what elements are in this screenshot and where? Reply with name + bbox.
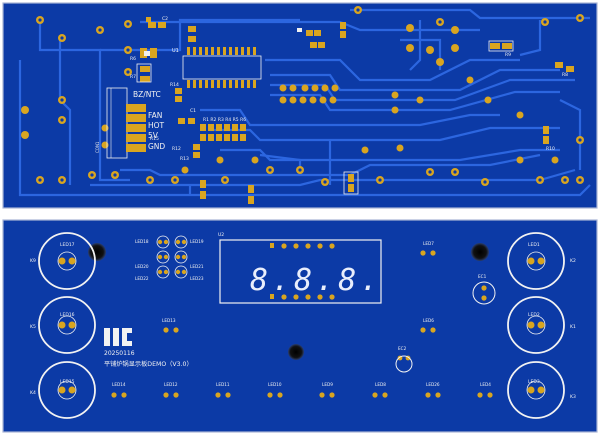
date-code: 20250116 xyxy=(104,350,135,357)
label-led19: LED19 xyxy=(190,239,204,244)
label-led14: LED14 xyxy=(112,382,126,387)
label-led10: LED10 xyxy=(268,382,282,387)
seven-segment-display-u2: U2 8.8.8. xyxy=(218,232,382,304)
label-led22: LED22 xyxy=(135,276,149,281)
label-led17: LED17 xyxy=(60,242,75,248)
label-ec1: EC1 xyxy=(478,274,487,279)
ref-r1-r6: R1 R2 R3 R4 R5 R6 xyxy=(203,117,246,123)
ref-r14: R14 xyxy=(170,82,179,88)
label-led4: LED4 xyxy=(480,382,491,387)
right-small-leds: LED7 LED6 EC1 EC2 xyxy=(395,241,496,373)
label-led21: LED21 xyxy=(190,264,204,269)
led-cluster: LED18 LED19 LED20 LED21 LED22 LED23 xyxy=(135,235,204,281)
ref-r13: R13 xyxy=(180,156,189,162)
label-k3: K3 xyxy=(570,394,576,400)
label-k4: K4 xyxy=(30,390,36,396)
label-k2: K2 xyxy=(570,258,576,264)
label-led15: LED15 xyxy=(60,379,75,385)
label-led23: LED23 xyxy=(190,276,204,281)
ref-r6: R6 xyxy=(130,56,136,62)
key-ring-leds xyxy=(57,251,546,400)
label-led3: LED3 xyxy=(528,379,540,385)
connector-label-hot: HOT xyxy=(148,121,165,130)
ref-r7: R7 xyxy=(130,74,136,80)
label-led20: LED20 xyxy=(135,264,149,269)
label-led18: LED18 xyxy=(135,239,149,244)
board-title: 平铺炉锅显示板DEMO（V3.0） xyxy=(104,360,193,368)
connector-label-fan: FAN xyxy=(148,111,162,120)
label-u2: U2 xyxy=(218,232,224,238)
label-k9: K9 xyxy=(30,258,36,264)
ref-r9: R9 xyxy=(505,52,511,58)
label-led2: LED2 xyxy=(528,312,540,318)
ref-r15: R15 xyxy=(150,136,159,142)
label-led9: LED9 xyxy=(322,382,333,387)
label-led6: LED6 xyxy=(423,318,434,323)
bottom-pcb-board: K9 K5 K4 K2 K1 K3 LED17 LED16 LED15 LED1… xyxy=(2,219,598,433)
connector-label-gnd: GND xyxy=(148,142,165,151)
connector-label-bz-ntc: BZ/NTC xyxy=(133,90,161,99)
label-led16: LED16 xyxy=(60,312,75,318)
top-smd-pads xyxy=(140,17,574,204)
label-led1: LED1 xyxy=(528,242,540,248)
connector-ref: CON1 xyxy=(95,141,100,153)
key-ring-k1 xyxy=(507,296,565,354)
key-ring-k5 xyxy=(38,296,96,354)
key-ring-k2 xyxy=(507,232,565,290)
label-led13: LED13 xyxy=(162,318,176,323)
top-traces xyxy=(18,8,591,197)
top-pcb-board: U1 xyxy=(2,2,598,209)
ref-c2: C2 xyxy=(162,16,168,22)
top-silk-refs: C2 R7 R6 C1 R14 R12 R13 R15 R1 R2 R3 R4 … xyxy=(130,16,568,162)
key-ring-k9 xyxy=(38,232,96,290)
touch-key-rings xyxy=(38,232,565,419)
label-k5: K5 xyxy=(30,324,36,330)
label-ec2: EC2 xyxy=(398,346,407,351)
ref-r8: R8 xyxy=(562,72,568,78)
bottom-row-leds: LED14 LED12 LED11 LED10 LED9 LED8 LED26 … xyxy=(111,382,493,398)
label-k1: K1 xyxy=(570,324,576,330)
key-labels: K9 K5 K4 K2 K1 K3 LED17 LED16 LED15 LED1… xyxy=(30,242,576,400)
connector-label-5v: 5V xyxy=(148,131,159,140)
led13-group: LED13 xyxy=(162,318,179,333)
label-led11: LED11 xyxy=(216,382,230,387)
u1-label: U1 xyxy=(172,48,179,54)
label-led26: LED26 xyxy=(426,382,440,387)
label-led7: LED7 xyxy=(423,241,434,246)
key-ring-k4 xyxy=(38,361,96,419)
connector-con1: BZ/NTC FAN HOT 5V GND CON1 xyxy=(95,87,165,159)
key-ring-k3 xyxy=(507,361,565,419)
ref-c1: C1 xyxy=(190,108,196,114)
ref-r10: R10 xyxy=(546,146,555,152)
ref-r12: R12 xyxy=(172,146,181,152)
board-logo xyxy=(104,328,132,346)
label-led8: LED8 xyxy=(375,382,386,387)
top-through-hole-pads xyxy=(21,6,584,186)
display-digits: 8.8.8. xyxy=(250,263,382,298)
top-component-bodies xyxy=(136,28,514,195)
u1-chip: U1 xyxy=(172,47,262,88)
label-led12: LED12 xyxy=(164,382,178,387)
